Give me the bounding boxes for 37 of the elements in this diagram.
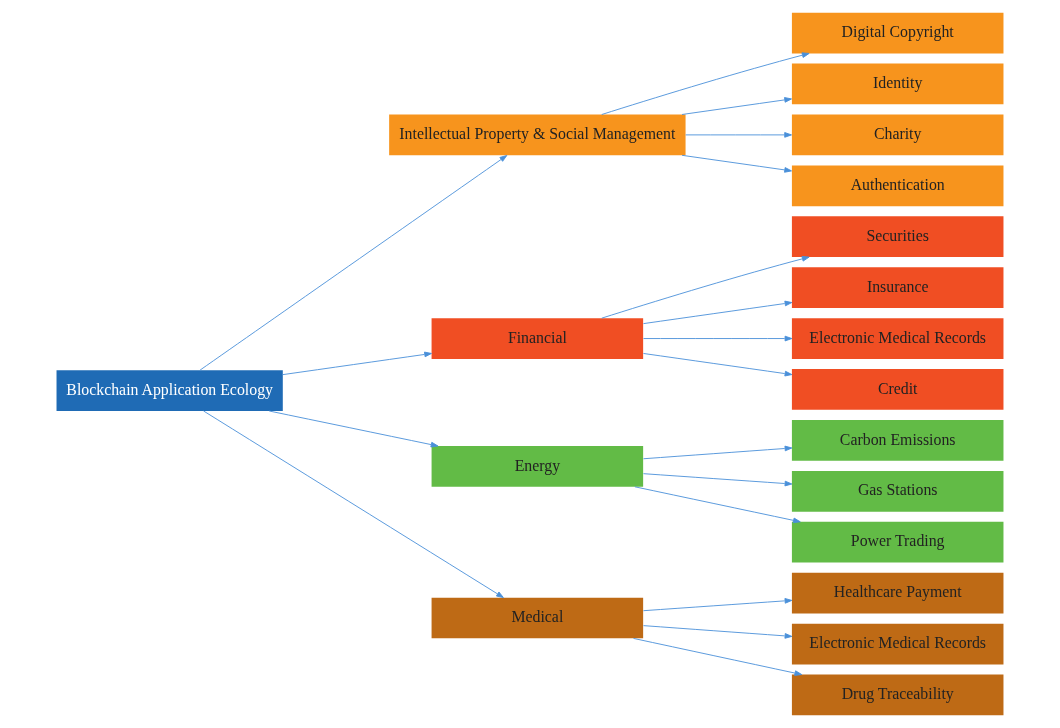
arrow	[643, 353, 793, 377]
arrow	[199, 155, 508, 371]
node-box: Carbon Emissions	[791, 420, 1004, 461]
node-box: Drug Traceability	[791, 674, 1004, 716]
node-box: Healthcare Payment	[791, 572, 1004, 614]
node-box: Gas Stations	[791, 470, 1004, 512]
node-box: Energy	[431, 446, 644, 487]
arrow	[601, 256, 810, 319]
node-box: Power Trading	[791, 521, 1004, 563]
arrow	[643, 473, 793, 487]
arrow	[643, 445, 793, 460]
arrow	[643, 335, 793, 342]
node-box: Intellectual Property & Social Management	[389, 114, 686, 156]
arrow	[268, 410, 439, 448]
arrow	[282, 351, 432, 376]
arrow	[681, 154, 792, 173]
node-box: Medical	[431, 597, 644, 639]
arrow	[681, 97, 792, 115]
node-box: Charity	[791, 114, 1004, 156]
node-box: Financial	[431, 318, 644, 359]
node-box: Electronic Medical Records	[791, 318, 1004, 359]
node-box: Digital Copyright	[791, 12, 1004, 54]
node-box: Credit	[791, 369, 1004, 410]
arrow	[633, 637, 803, 676]
node-box: Electronic Medical Records	[791, 623, 1004, 665]
node-box: Blockchain Application Ecology	[56, 370, 283, 411]
arrow	[203, 410, 504, 599]
node-box: Securities	[791, 216, 1004, 258]
arrow	[601, 52, 810, 115]
node-box: Insurance	[791, 267, 1004, 308]
arrow	[643, 300, 793, 325]
node-box: Authentication	[791, 165, 1004, 207]
node-box: Identity	[791, 63, 1004, 105]
arrow	[634, 486, 801, 524]
arrow	[643, 625, 793, 639]
arrow	[643, 598, 793, 612]
arrow	[685, 132, 792, 138]
